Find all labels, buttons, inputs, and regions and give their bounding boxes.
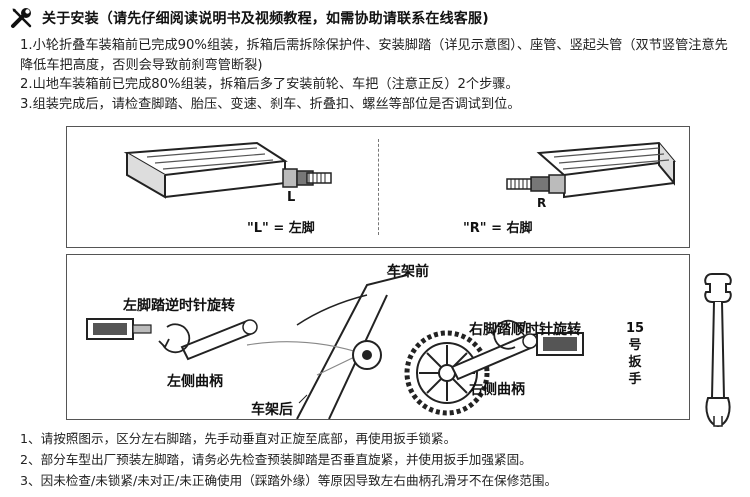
left-crank-label: 左侧曲柄 [167, 374, 223, 390]
wrench-label: 15号扳手 [626, 321, 645, 387]
intro-line-2: 2.山地车装箱前已完成80%组装，拆箱后多了安装前轮、车把（注意正反）2个步骤。 [20, 77, 519, 92]
intro-text: 1.小轮折叠车装箱前已完成90%组装，拆箱后需拆除保护件、安装脚踏（详见示意图）… [20, 36, 740, 114]
pedal-identification-panel: L "L" = 左脚 R "R" = 右脚 [66, 126, 690, 248]
note-line-2: 2、部分车型出厂预装左脚踏，请务必先检查预装脚踏是否垂直旋紧，并使用扳手加强紧固… [20, 452, 532, 467]
intro-line-1: 1.小轮折叠车装箱前已完成90%组装，拆箱后需拆除保护件、安装脚踏（详见示意图）… [20, 38, 728, 73]
frame-front-label: 车架前 [387, 264, 429, 280]
right-pedal-rotation-label: 右脚踏顺时针旋转 [469, 322, 581, 338]
panel-divider [378, 139, 379, 235]
install-title: 关于安装（请先仔细阅读说明书及视频教程，如需协助请联系在线客服) [42, 11, 489, 27]
right-pedal-mark: R [537, 196, 546, 210]
right-crank-label: 右侧曲柄 [469, 382, 525, 398]
wrench-screwdriver-icon [11, 8, 32, 28]
pedal-install-panel: 左脚踏逆时针旋转 车架前 左侧曲柄 车架后 右脚踏顺时针旋转 右侧曲柄 [66, 254, 690, 420]
wrench-icon [704, 273, 732, 428]
left-pedal-rotation-label: 左脚踏逆时针旋转 [123, 298, 235, 314]
notes-text: 1、请按照图示，区分左右脚踏，先手动垂直对正旋至底部，再使用扳手锁紧。 2、部分… [20, 428, 740, 491]
right-pedal-illustration: R [506, 141, 676, 210]
note-line-1: 1、请按照图示，区分左右脚踏，先手动垂直对正旋至底部，再使用扳手锁紧。 [20, 431, 457, 446]
intro-line-3: 3.组装完成后，请检查脚踏、胎压、变速、刹车、折叠扣、螺丝等部位是否调试到位。 [20, 96, 521, 112]
install-header: 关于安装（请先仔细阅读说明书及视频教程，如需协助请联系在线客服) [10, 6, 489, 30]
left-pedal-caption: "L" = 左脚 [247, 221, 315, 236]
frame-rear-label: 车架后 [251, 402, 293, 418]
install-diagram [86, 264, 584, 419]
note-line-3: 3、因未检查/未锁紧/未对正/未正确使用（踩踏外缘）等原因导致左右曲柄孔滑牙不在… [20, 473, 558, 488]
right-pedal-caption: "R" = 右脚 [463, 221, 533, 236]
left-pedal-mark: L [287, 190, 295, 205]
left-pedal-illustration: L [123, 141, 332, 205]
